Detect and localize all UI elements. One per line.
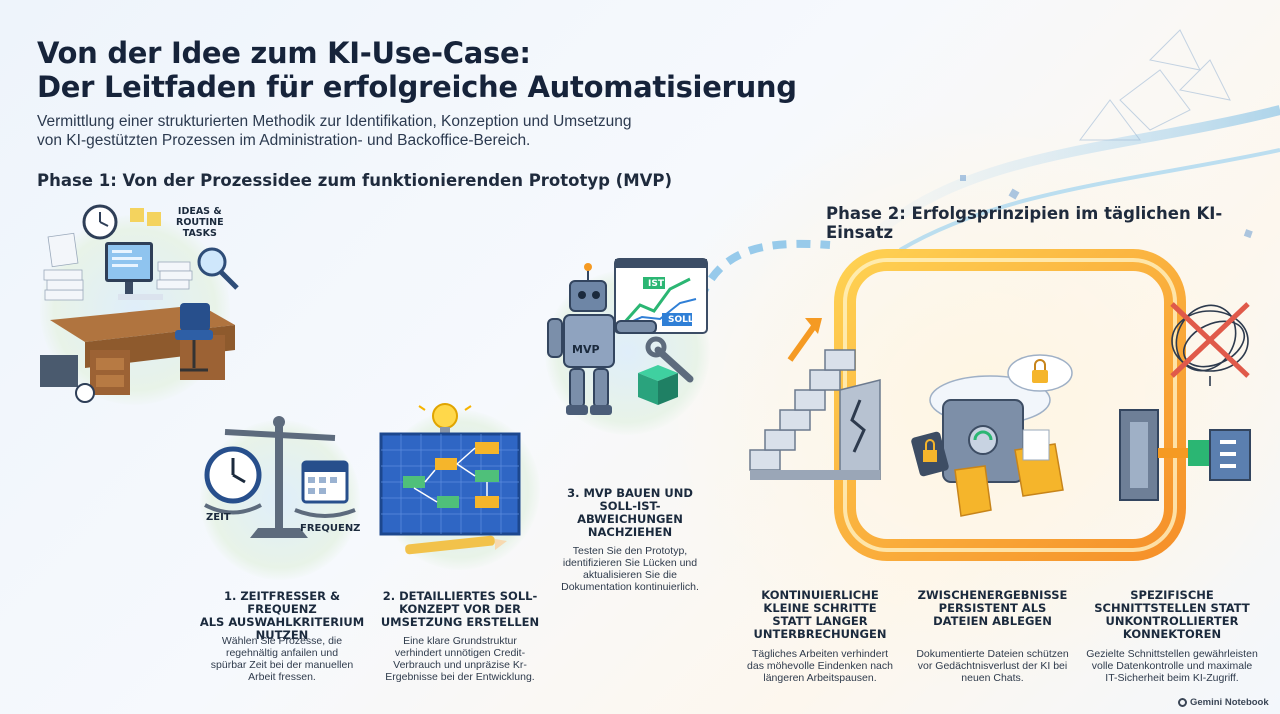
step-3-title-line: NACHZIEHEN bbox=[587, 525, 673, 539]
step-3-desc-line: Testen Sie den Prototyp, bbox=[572, 545, 688, 557]
phase-1-heading: Phase 1: Von der Prozessidee zum funktio… bbox=[37, 171, 673, 190]
lightbulb-icon bbox=[432, 403, 458, 429]
principle-3-title: SPEZIFISCHE SCHNITTSTELLEN STATT UNKONTR… bbox=[1082, 589, 1262, 641]
ideas-label-line-2: ROUTINE bbox=[176, 217, 224, 228]
staircase-icon bbox=[749, 349, 881, 480]
step-3-desc-line: identifizieren Sie Lücken und bbox=[562, 557, 698, 569]
principle-3-title-line: KONNEKTOREN bbox=[1122, 627, 1222, 641]
page-subtitle-line-1: Vermittlung einer strukturierten Methodi… bbox=[37, 113, 632, 130]
ist-label: IST bbox=[648, 279, 664, 289]
soll-label: SOLL bbox=[668, 315, 694, 325]
step-2-title: 2. DETAILLIERTES SOLL- KONZEPT VOR DER U… bbox=[375, 590, 545, 629]
principle-2-description: Dokumentierte Dateien schützen vor Gedäc… bbox=[900, 648, 1085, 684]
step-2-title-line: UMSETZUNG ERSTELLEN bbox=[380, 615, 540, 629]
principle-1-desc-line: längeren Arbeitspausen. bbox=[763, 672, 877, 684]
principle-1-desc-line: Tägliches Arbeiten verhindert bbox=[752, 648, 888, 660]
scale-label-frequenz: FREQUENZ bbox=[300, 523, 361, 534]
principle-2-desc-line: neuen Chats. bbox=[961, 672, 1024, 684]
robot-scene bbox=[547, 258, 708, 415]
folder-icon bbox=[954, 465, 992, 517]
principle-2-title-line: DATEIEN ABLEGEN bbox=[933, 614, 1052, 628]
step-1-title-line: 1. ZEITFRESSER & FREQUENZ bbox=[223, 589, 341, 616]
step-1-title-line: NUTZEN bbox=[255, 628, 309, 642]
principle-2-title: ZWISCHENERGEBNISSE PERSISTENT ALS DATEIE… bbox=[905, 589, 1080, 628]
step-2-description: Eine klare Grundstruktur verhindert unnö… bbox=[375, 635, 545, 683]
principle-1-title-line: STATT LANGER bbox=[772, 614, 868, 628]
step-3-title-line: 3. MVP BAUEN UND bbox=[567, 486, 693, 500]
blueprint-flowchart bbox=[379, 403, 521, 555]
step-1-description: Wählen Sie Prozesse, die regehnältig anf… bbox=[192, 635, 372, 683]
principle-3-title-line: UNKONTROLLIERTER bbox=[1105, 614, 1239, 628]
ideas-label-line-1: IDEAS & bbox=[177, 206, 222, 217]
principle-2-title-line: ZWISCHENERGEBNISSE bbox=[917, 588, 1068, 602]
step-2-desc-line: Ergebnisse bei der Entwicklung. bbox=[385, 671, 535, 683]
principle-2-desc-line: vor Gedächtnisverlust der KI bei bbox=[917, 660, 1068, 672]
robot-label: MVP bbox=[572, 343, 600, 356]
desk-scene bbox=[40, 204, 239, 403]
scale-label-zeit: ZEIT bbox=[206, 512, 231, 523]
plug-connector-icon bbox=[1119, 409, 1251, 501]
cloud-lock-icon bbox=[1007, 354, 1073, 392]
step-2-desc-line: Eine klare Grundstruktur bbox=[403, 635, 517, 647]
principle-1-description: Tägliches Arbeiten verhindert das möhevo… bbox=[735, 648, 905, 684]
step-1-title: 1. ZEITFRESSER & FREQUENZ ALS AUSWAHLKRI… bbox=[192, 590, 372, 642]
step-3-title: 3. MVP BAUEN UND SOLL-IST- ABWEICHUNGEN … bbox=[560, 487, 700, 539]
brand-text: Gemini Notebook bbox=[1190, 697, 1269, 708]
step-1-desc-line: spürbar Zeit bei der manuellen bbox=[210, 659, 354, 671]
principle-1-title: KONTINUIERLICHE KLEINE SCHRITTE STATT LA… bbox=[740, 589, 900, 641]
step-2-desc-line: Verbrauch und unpräzise Kr- bbox=[393, 659, 527, 671]
principle-3-title-line: SPEZIFISCHE bbox=[1130, 588, 1214, 602]
step-3-description: Testen Sie den Prototyp, identifizieren … bbox=[550, 545, 710, 593]
principle-3-desc-line: volle Datenkontrolle und maximale bbox=[1091, 660, 1253, 672]
wrench-icon bbox=[654, 346, 694, 383]
principle-3-desc-line: Gezielte Schnittstellen gewährleisten bbox=[1086, 648, 1258, 660]
brand-icon bbox=[1178, 698, 1187, 707]
page-title-line-2: Der Leitfaden für erfolgreiche Automatis… bbox=[37, 70, 797, 104]
principle-3-desc-line: IT-Sicherheit beim KI-Zugriff. bbox=[1105, 672, 1239, 684]
pencil-icon bbox=[405, 535, 495, 555]
ideas-label-line-3: TASKS bbox=[182, 228, 217, 239]
step-3-title-line: SOLL-IST- bbox=[599, 499, 661, 513]
phase-2-heading: Phase 2: Erfolgsprinzipien im täglichen … bbox=[826, 204, 1223, 242]
step-3-desc-line: Dokumentation kontinuierlich. bbox=[561, 581, 699, 593]
step-1-desc-line: Arbeit fressen. bbox=[248, 671, 316, 683]
principle-2-title-line: PERSISTENT ALS bbox=[938, 601, 1047, 615]
step-2-title-line: 2. DETAILLIERTES SOLL- bbox=[382, 589, 538, 603]
lock-icon bbox=[925, 439, 935, 450]
ideas-label: IDEAS & ROUTINE TASKS bbox=[176, 206, 224, 239]
principle-3-title-line: SCHNITTSTELLEN STATT bbox=[1094, 601, 1250, 615]
principle-1-title-line: UNTERBRECHUNGEN bbox=[753, 627, 887, 641]
step-1-desc-line: regehnältig anfailen und bbox=[225, 647, 339, 659]
step-1-title-line: ALS AUSWAHLKRITERIUM bbox=[199, 615, 365, 629]
page-subtitle-line-2: von KI-gestützten Prozessen im Administr… bbox=[37, 132, 531, 149]
balance-scale-icon bbox=[204, 416, 356, 538]
principle-1-desc-line: das möhevolle Eindenken nach bbox=[747, 660, 893, 672]
principle-1-title-line: KONTINUIERLICHE bbox=[761, 588, 879, 602]
page-title-line-1: Von der Idee zum KI-Use-Case: bbox=[37, 36, 531, 70]
brand-logo: Gemini Notebook bbox=[1178, 697, 1269, 708]
step-2-title-line: KONZEPT VOR DER bbox=[399, 602, 521, 616]
principle-1-title-line: KLEINE SCHRITTE bbox=[763, 601, 877, 615]
step-3-title-line: ABWEICHUNGEN bbox=[577, 512, 683, 526]
safe-scene bbox=[911, 375, 1064, 517]
principle-2-desc-line: Dokumentierte Dateien schützen bbox=[916, 648, 1069, 660]
step-2-desc-line: verhindert unnötigen Credit- bbox=[394, 647, 526, 659]
principle-3-description: Gezielte Schnittstellen gewährleisten vo… bbox=[1072, 648, 1272, 684]
tangled-cable-icon bbox=[1170, 302, 1250, 386]
step-3-desc-line: aktualisieren Sie die bbox=[583, 569, 677, 581]
step-1-desc-line: Wählen Sie Prozesse, die bbox=[221, 635, 343, 647]
